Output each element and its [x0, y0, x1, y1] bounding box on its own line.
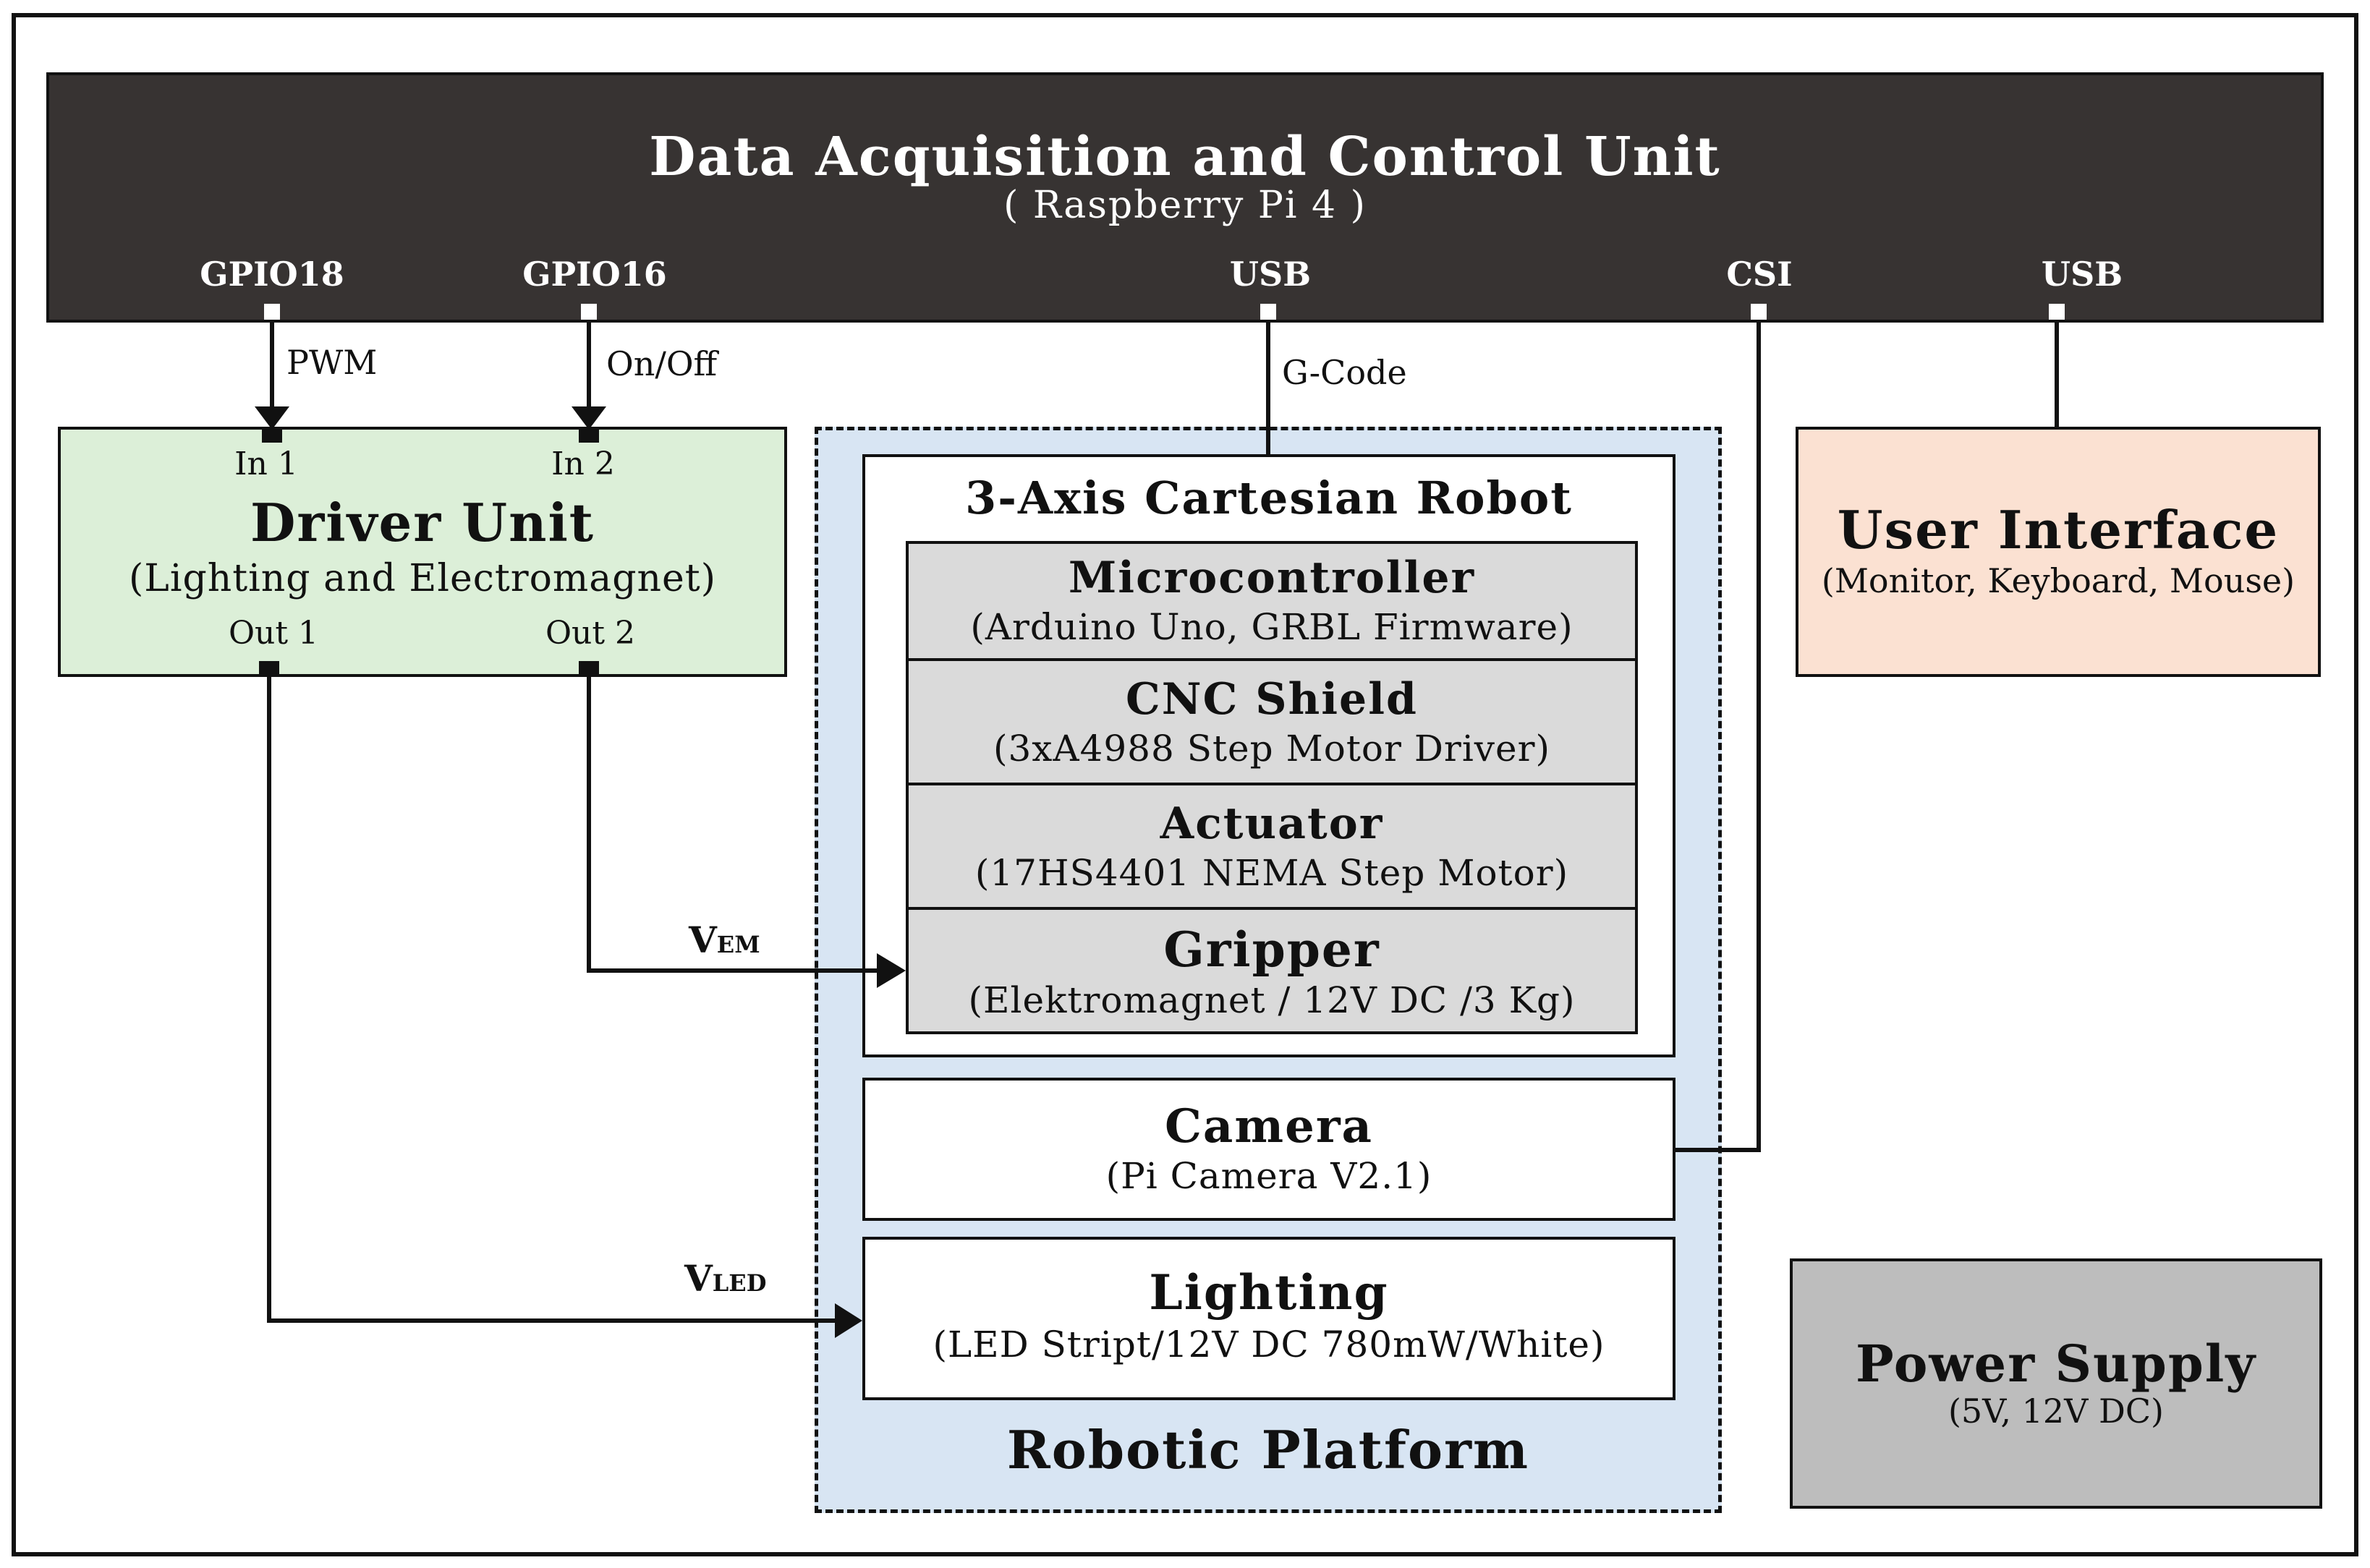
component-name: Actuator: [1160, 798, 1384, 849]
camera-box: Camera (Pi Camera V2.1): [862, 1078, 1675, 1221]
port-gpio18-pin: [264, 304, 280, 320]
signal-vem: VEM: [689, 919, 760, 961]
pin-out2: [579, 661, 599, 677]
power-detail: (5V, 12V DC): [1948, 1392, 2165, 1431]
arrow-in2: [572, 406, 606, 430]
signal-gcode: G-Code: [1282, 353, 1407, 392]
port-gpio16-pin: [581, 304, 597, 320]
signal-pwm: PWM: [286, 343, 378, 382]
pin-in2: [579, 427, 599, 443]
component-detail: (3xA4988 Step Motor Driver): [993, 728, 1551, 770]
signal-vled: VLED: [684, 1257, 766, 1300]
driver-subtitle: (Lighting and Electromagnet): [129, 557, 716, 600]
component-detail: (17HS4401 NEMA Step Motor): [974, 852, 1569, 894]
port-usb-robot-pin: [1260, 304, 1276, 320]
signal-vem-main: V: [689, 919, 717, 961]
lighting-box: Lighting (LED Stript/12V DC 780mW/White): [862, 1237, 1675, 1400]
driver-unit: Driver Unit (Lighting and Electromagnet)…: [58, 427, 787, 677]
robot-title: 3-Axis Cartesian Robot: [965, 472, 1573, 524]
component-actuator: Actuator (17HS4401 NEMA Step Motor): [906, 783, 1638, 910]
user-interface: User Interface (Monitor, Keyboard, Mouse…: [1796, 427, 2321, 677]
power-title: Power Supply: [1855, 1334, 2257, 1394]
wire-csi-camera: [1675, 320, 1761, 1152]
component-gripper: Gripper (Elektromagnet / 12V DC /3 Kg): [906, 907, 1638, 1034]
driver-out1-label: Out 1: [228, 615, 319, 652]
lighting-detail: (LED Stript/12V DC 780mW/White): [933, 1324, 1605, 1365]
camera-detail: (Pi Camera V2.1): [1105, 1155, 1432, 1197]
diagram-frame: [12, 13, 2358, 1556]
pin-in1: [262, 427, 282, 443]
port-gpio18-label: GPIO18: [200, 255, 344, 294]
component-name: Microcontroller: [1068, 553, 1476, 603]
signal-vled-sub: LED: [712, 1269, 767, 1297]
wire-out2-gripper: [587, 677, 883, 973]
daq-unit: Data Acquisition and Control Unit ( Rasp…: [46, 72, 2324, 323]
pin-out1: [259, 661, 279, 677]
component-detail: (Arduino Uno, GRBL Firmware): [970, 606, 1573, 648]
component-name: Gripper: [1163, 921, 1380, 978]
port-csi-pin: [1751, 304, 1767, 320]
ui-detail: (Monitor, Keyboard, Mouse): [1821, 561, 2295, 600]
signal-vem-sub: EM: [716, 931, 760, 958]
port-csi-label: CSI: [1726, 255, 1793, 294]
arrow-in1: [255, 406, 289, 430]
power-supply: Power Supply (5V, 12V DC): [1790, 1258, 2322, 1509]
camera-title: Camera: [1164, 1099, 1374, 1154]
wire-out1-lighting: [267, 677, 842, 1323]
component-cnc-shield: CNC Shield (3xA4988 Step Motor Driver): [906, 658, 1638, 785]
daq-subtitle: ( Raspberry Pi 4 ): [1003, 184, 1367, 227]
driver-in1-label: In 1: [234, 446, 298, 482]
port-usb-ui-pin: [2049, 304, 2065, 320]
component-detail: (Elektromagnet / 12V DC /3 Kg): [968, 979, 1576, 1021]
port-usb-ui-label: USB: [2041, 255, 2123, 294]
daq-title: Data Acquisition and Control Unit: [649, 126, 1721, 188]
arrow-gripper: [877, 953, 906, 988]
port-gpio16-label: GPIO16: [522, 255, 667, 294]
lighting-title: Lighting: [1149, 1264, 1389, 1321]
arrow-lighting: [835, 1303, 862, 1338]
driver-title: Driver Unit: [250, 492, 595, 553]
platform-title: Robotic Platform: [1006, 1419, 1530, 1480]
signal-onoff: On/Off: [606, 344, 718, 383]
signal-vled-main: V: [684, 1257, 713, 1300]
driver-out2-label: Out 2: [545, 615, 636, 652]
component-name: CNC Shield: [1126, 674, 1418, 725]
port-usb-robot-label: USB: [1229, 255, 1312, 294]
driver-in2-label: In 2: [551, 446, 615, 482]
ui-title: User Interface: [1837, 499, 2280, 561]
